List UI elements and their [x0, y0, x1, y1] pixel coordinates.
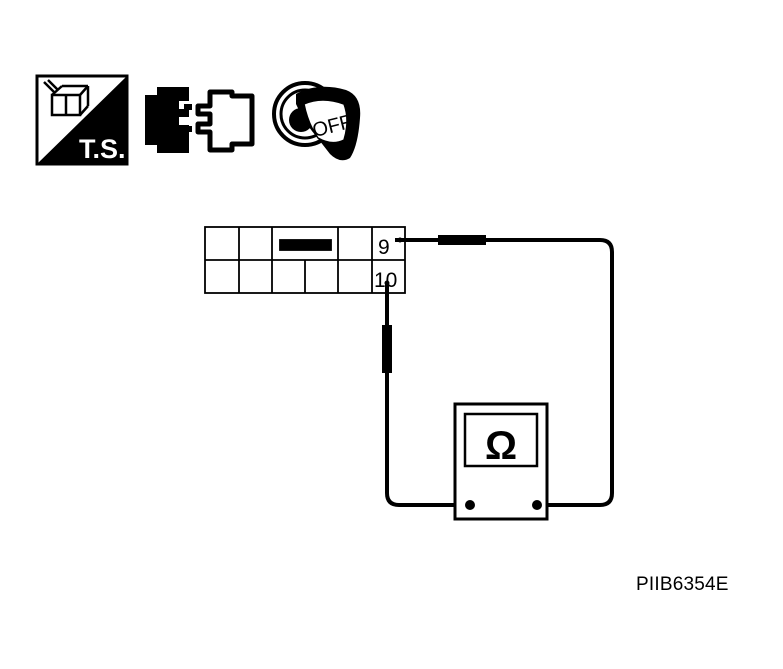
test-lead-terminal-10 — [382, 280, 470, 507]
reference-code: PIIB6354E — [636, 574, 729, 595]
terminal-9-label: 9 — [378, 236, 390, 259]
ohm-symbol: Ω — [485, 424, 517, 468]
probe-jack-right — [532, 500, 542, 510]
connector-disconnected-icon — [145, 87, 255, 153]
ignition-switch-off-icon: OFF — [272, 81, 361, 161]
test-lead-terminal-9 — [395, 235, 614, 507]
terminal-10-label: 10 — [374, 269, 397, 292]
test-symbol-icon: T.S. — [35, 74, 129, 166]
ohmmeter — [453, 402, 549, 521]
test-symbol-label: T.S. — [79, 134, 126, 164]
probe-jack-left — [465, 500, 475, 510]
harness-connector — [204, 226, 406, 294]
